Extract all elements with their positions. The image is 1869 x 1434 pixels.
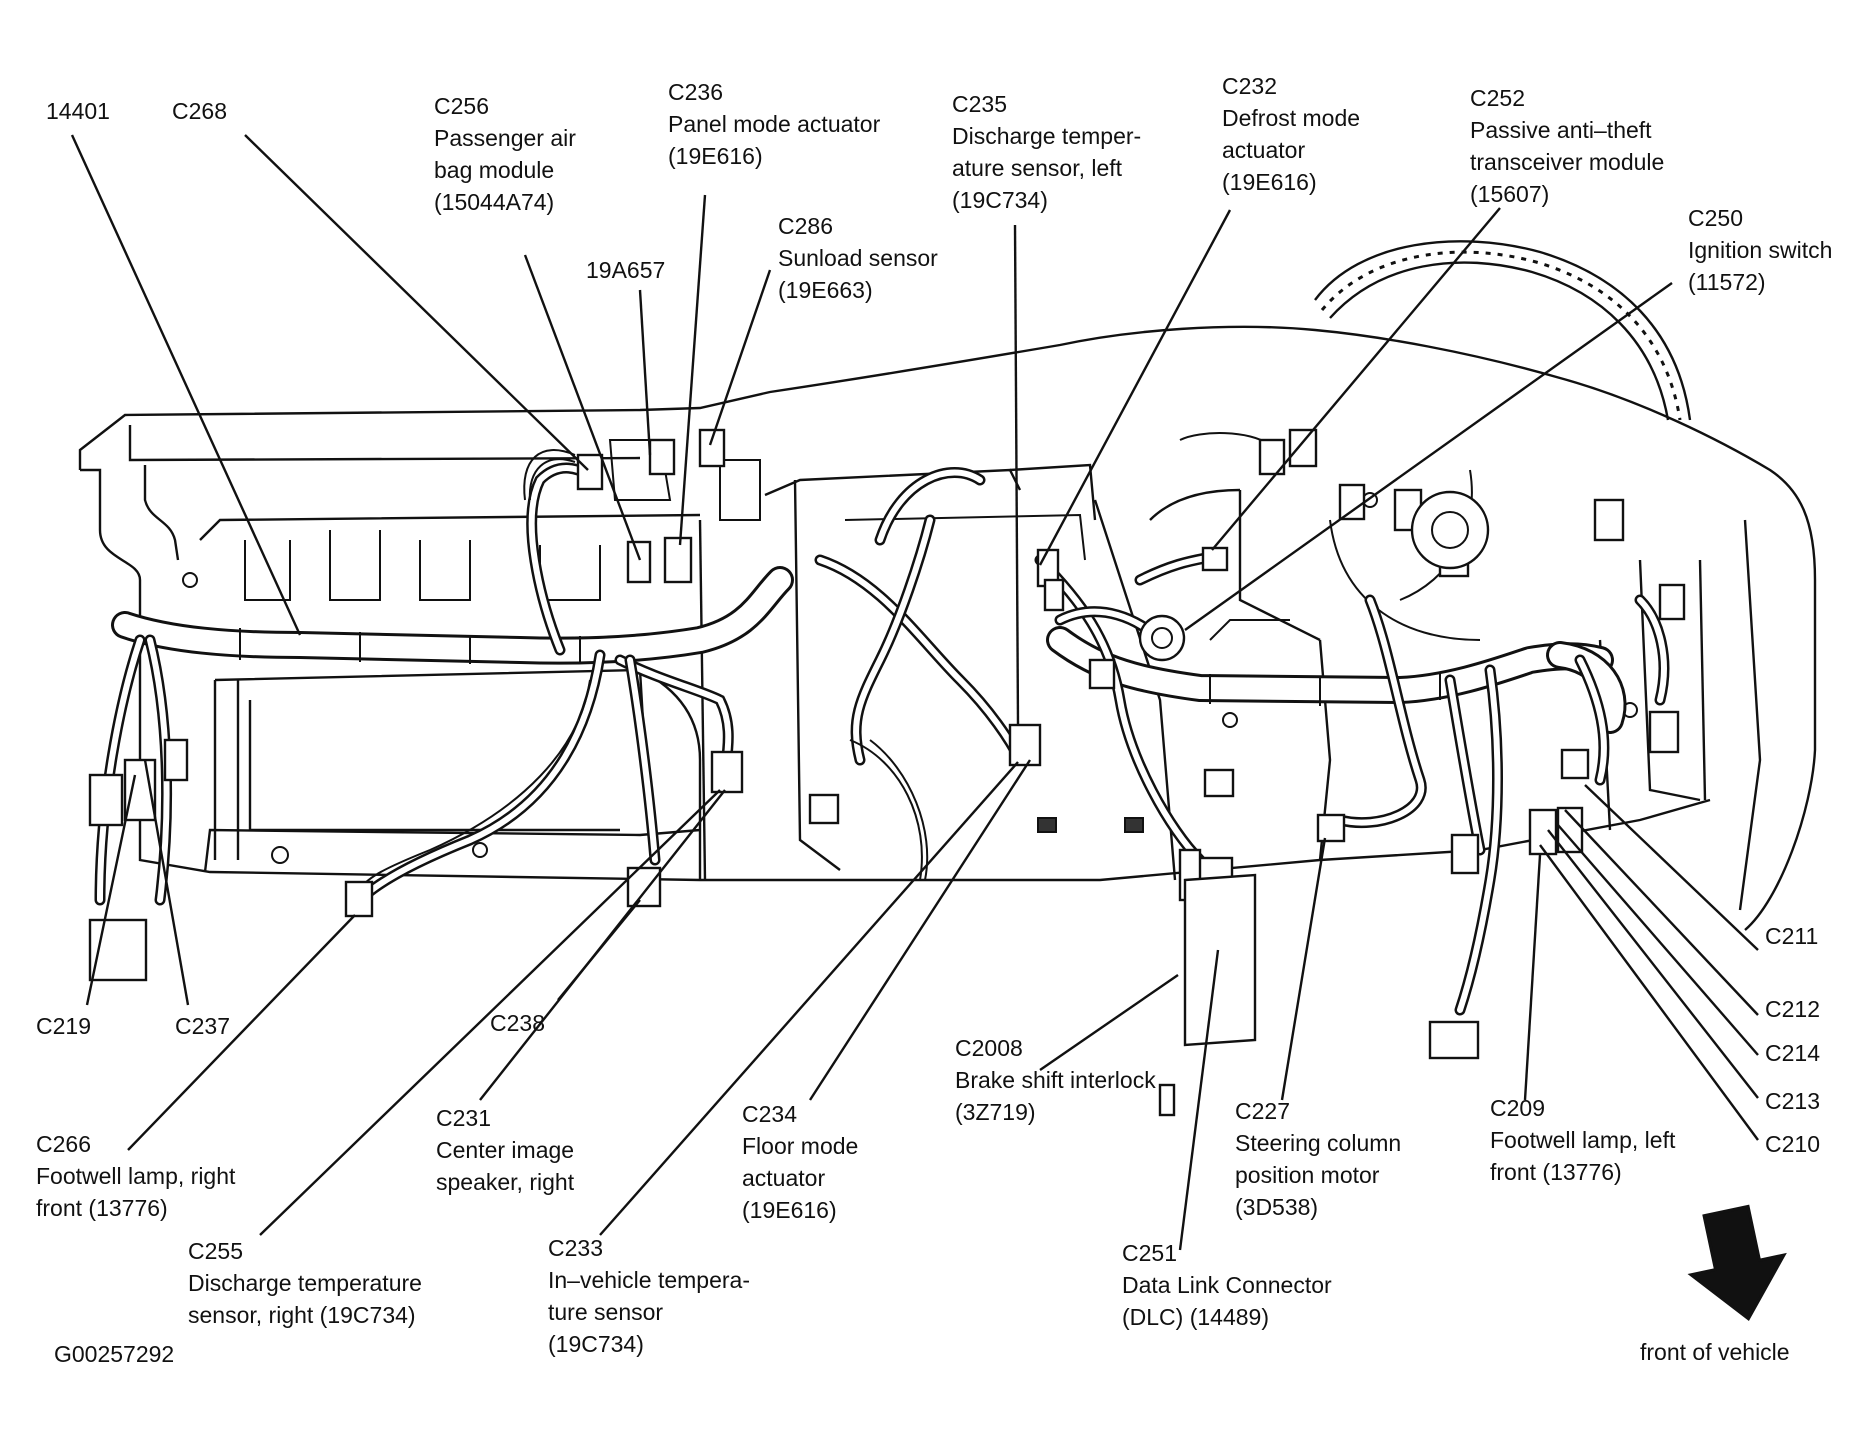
label-c233: C233 In–vehicle tempera- ture sensor (19…	[548, 1235, 750, 1357]
leader-c2008	[1039, 974, 1179, 1071]
label-c256: C256 Passenger air bag module (15044A74)	[434, 93, 576, 215]
leader-19a657	[638, 289, 652, 456]
front-of-vehicle-label: front of vehicle	[1640, 1339, 1790, 1365]
label-c252: C252 Passive anti–theft transceiver modu…	[1470, 85, 1665, 207]
label-c231: C231 Center image speaker, right	[436, 1105, 575, 1195]
label-c210: C210	[1765, 1131, 1820, 1157]
label-c238: C238	[490, 1010, 545, 1036]
label-c219: C219	[36, 1013, 91, 1039]
leader-c210	[1539, 844, 1759, 1141]
leader-c235	[1013, 224, 1020, 726]
leader-c286	[708, 269, 772, 446]
leader-c214	[1557, 824, 1759, 1056]
label-c286: C286 Sunload sensor (19E663)	[778, 213, 938, 303]
connectors	[88, 428, 1686, 1117]
leader-c211	[1584, 784, 1759, 951]
label-c214: C214	[1765, 1040, 1820, 1066]
label-c237: C237	[175, 1013, 230, 1039]
leader-c252	[1211, 207, 1501, 551]
leader-c209	[1523, 854, 1542, 1101]
leader-c255	[259, 789, 721, 1236]
label-c234: C234 Floor mode actuator (19E616)	[742, 1101, 859, 1223]
label-c250: C250 Ignition switch (11572)	[1688, 205, 1833, 295]
figure-id: G00257292	[54, 1341, 175, 1367]
leader-c251	[1178, 949, 1220, 1251]
label-c266: C266 Footwell lamp, right front (13776)	[36, 1131, 236, 1221]
label-c235: C235 Discharge temper- ature sensor, lef…	[952, 91, 1142, 213]
label-c255: C255 Discharge temperature sensor, right…	[188, 1238, 422, 1328]
leader-c268	[244, 134, 589, 471]
leader-c256	[523, 254, 642, 561]
leader-c234	[808, 759, 1032, 1101]
label-c268: C268	[172, 98, 227, 124]
leader-c213	[1547, 829, 1759, 1099]
label-c236: C236 Panel mode actuator (19E616)	[668, 79, 881, 169]
label-14401: 14401	[46, 98, 110, 124]
label-c251: C251 Data Link Connector (DLC) (14489)	[1122, 1240, 1332, 1330]
label-c2008: C2008 Brake shift interlock (3Z719)	[955, 1035, 1156, 1125]
label-c232: C232 Defrost mode actuator (19E616)	[1222, 73, 1361, 195]
label-c212: C212	[1765, 996, 1820, 1022]
leader-c231	[479, 789, 726, 1101]
leader-c212	[1564, 809, 1759, 1016]
wire-harness	[94, 449, 1670, 1016]
leader-c266	[127, 914, 356, 1151]
leader-c233	[599, 761, 1019, 1236]
leader-c236	[678, 194, 707, 546]
label-c209: C209 Footwell lamp, left front (13776)	[1490, 1095, 1676, 1185]
label-c227: C227 Steering column position motor (3D5…	[1235, 1098, 1402, 1220]
leader-c232	[1038, 209, 1232, 566]
label-c211: C211	[1765, 923, 1819, 949]
steering-wheel	[1314, 240, 1692, 641]
leader-c227	[1280, 837, 1327, 1101]
label-c213: C213	[1765, 1088, 1820, 1114]
leader-lines	[70, 134, 1759, 1251]
leader-c250	[1184, 282, 1673, 631]
front-arrow-icon	[1687, 1204, 1787, 1322]
leader-c219	[85, 774, 137, 1006]
leader-c237	[143, 759, 190, 1006]
leader-14401	[70, 134, 302, 636]
label-19a657: 19A657	[586, 257, 666, 283]
